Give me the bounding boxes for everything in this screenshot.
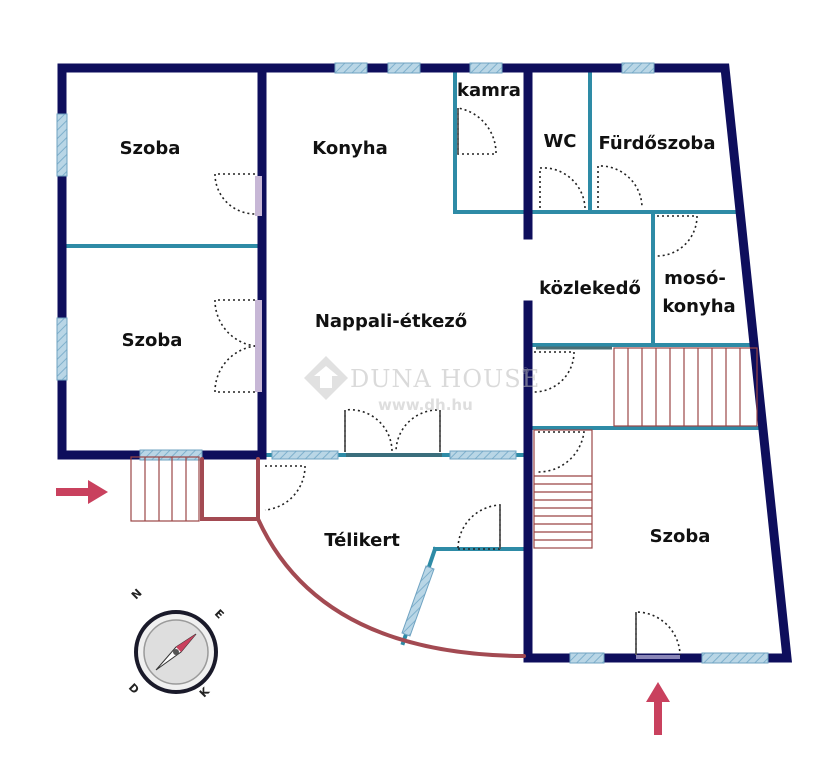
room-label-kamra: kamra [457, 80, 521, 101]
room-label-wc: WC [543, 131, 576, 152]
watermark-url: www.dh.hu [378, 396, 473, 414]
entrance-arrow-icon [646, 682, 670, 735]
room-label-moso-line2: konyha [662, 296, 735, 317]
watermark-registered: ® [521, 367, 530, 377]
room-label-szoba-1: Szoba [120, 138, 181, 159]
windows [56, 62, 769, 664]
entrance-arrow-icon [56, 480, 108, 504]
door-leaves [344, 108, 680, 659]
room-label-nappali-etkezo: Nappali-étkező [315, 311, 467, 332]
duna-house-logo-icon [304, 356, 348, 400]
winter-garden-outline [200, 457, 526, 658]
room-label-konyha: Konyha [312, 138, 388, 159]
compass-letter-d: D [126, 681, 142, 697]
room-label-szoba-3: Szoba [650, 526, 711, 547]
room-label-telikert: Télikert [324, 530, 400, 551]
stairs [130, 347, 758, 549]
compass-letter-n: N [129, 586, 145, 602]
watermark-brand: DUNA HOUSE [350, 365, 540, 393]
room-label-furdoszoba: Fürdőszoba [599, 133, 716, 154]
room-labels: Szoba Konyha kamra WC Fürdőszoba Szoba N… [120, 80, 736, 551]
room-label-szoba-2: Szoba [122, 330, 183, 351]
room-label-kozlekedo: közlekedő [539, 278, 641, 299]
compass-icon: N E K D [126, 586, 227, 700]
compass-letter-e: E [212, 607, 227, 622]
room-label-moso-line1: mosó- [664, 268, 726, 289]
watermark: DUNA HOUSE ® www.dh.hu [304, 356, 540, 414]
